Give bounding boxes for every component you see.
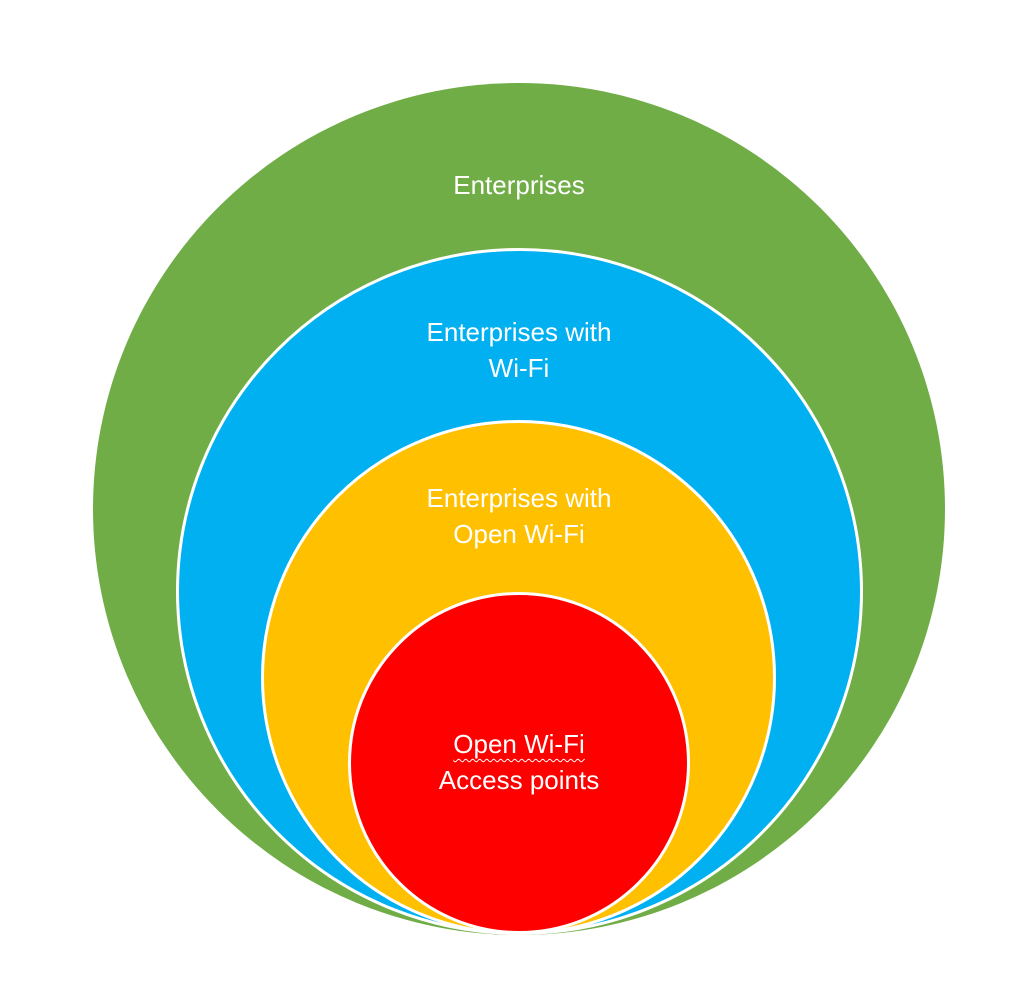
label-line: Enterprises with	[426, 317, 612, 347]
label-enterprises-with-open-wifi: Enterprises with Open Wi-Fi	[427, 480, 612, 552]
label-line: Wi-Fi	[488, 353, 550, 383]
label-enterprises-with-wifi: Enterprises with Wi-Fi	[427, 314, 612, 386]
label-line: Enterprises	[453, 170, 585, 200]
label-open-wifi-access-points: Open Wi-Fi Access points	[439, 726, 599, 798]
label-enterprises: Enterprises	[453, 167, 585, 203]
label-line: Open Wi-Fi	[439, 726, 599, 762]
label-line: Access points	[438, 765, 600, 795]
label-line: Enterprises with	[426, 483, 612, 513]
label-line: Open Wi-Fi	[453, 519, 585, 549]
spellcheck-squiggle-text: Open Wi-Fi	[453, 729, 585, 759]
circle-open-wifi-access-points	[348, 592, 690, 934]
